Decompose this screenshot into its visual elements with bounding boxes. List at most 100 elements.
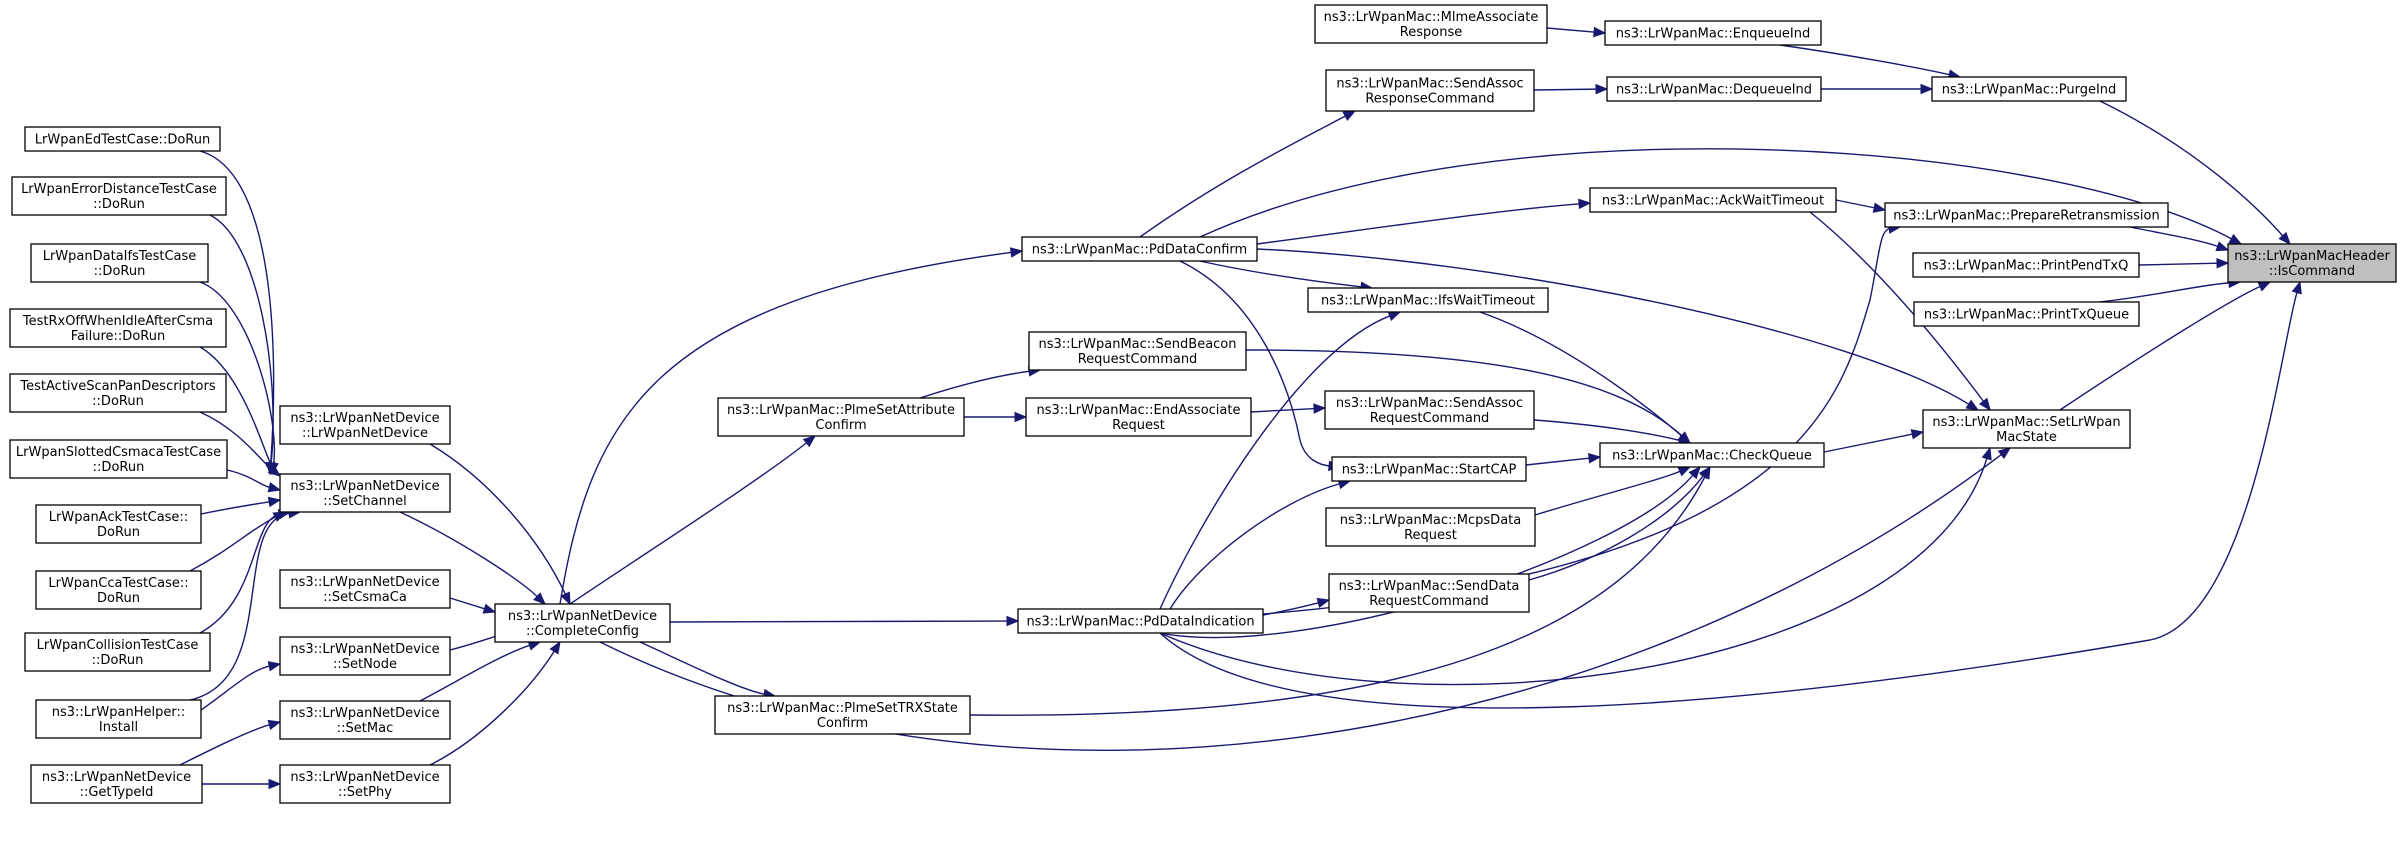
edge-prepare-retrans-to-is-command-arrowhead <box>2215 241 2230 252</box>
node-helper-install[interactable]: ns3::LrWpanHelper::Install <box>35 699 202 739</box>
node-label: Confirm <box>817 716 868 731</box>
node-label: ns3::LrWpanMac::CheckQueue <box>1612 449 1812 464</box>
node-pd-data-confirm[interactable]: ns3::LrWpanMac::PdDataConfirm <box>1021 236 1258 262</box>
edge-complete-config-to-pd-data-confirm-arrowhead <box>1009 247 1024 258</box>
edge-start-c-a-p-to-check-queue <box>1525 457 1591 466</box>
edge-set-lr-wpan-mac-state-to-is-command-arrowhead <box>2257 281 2272 292</box>
node-prepare-retrans[interactable]: ns3::LrWpanMac::PrepareRetransmission <box>1884 202 2169 228</box>
edge-mlme-assoc-resp-to-enqueue-ind-arrowhead <box>1593 26 1607 38</box>
node-ed-test[interactable]: LrWpanEdTestCase::DoRun <box>24 126 221 152</box>
node-label: LrWpanDataIfsTestCase <box>43 249 197 264</box>
node-label: ns3::LrWpanMac::PrepareRetransmission <box>1893 209 2159 224</box>
edge-pd-data-confirm-to-is-command-arrowhead <box>2228 233 2243 245</box>
node-label: ::GetTypeId <box>80 785 154 800</box>
node-dequeue-ind[interactable]: ns3::LrWpanMac::DequeueInd <box>1606 76 1822 102</box>
node-ifs-wait-timeout[interactable]: ns3::LrWpanMac::IfsWaitTimeout <box>1307 287 1549 313</box>
node-complete-config[interactable]: ns3::LrWpanNetDevice::CompleteConfig <box>494 603 671 643</box>
node-label: ::SetNode <box>333 657 397 672</box>
node-label: ::DoRun <box>92 394 144 409</box>
edge-plme-set-attr-confirm-to-send-beacon-req <box>919 370 1031 399</box>
node-net-device-ctor[interactable]: ns3::LrWpanNetDevice::LrWpanNetDevice <box>279 405 451 445</box>
node-ack-wait-timeout[interactable]: ns3::LrWpanMac::AckWaitTimeout <box>1589 187 1837 213</box>
node-pd-data-indication[interactable]: ns3::LrWpanMac::PdDataIndication <box>1017 608 1264 634</box>
node-enqueue-ind[interactable]: ns3::LrWpanMac::EnqueueInd <box>1604 20 1822 46</box>
node-label: ns3::LrWpanMac::SendBeacon <box>1039 337 1237 352</box>
edge-set-phy-to-complete-config <box>429 650 556 766</box>
edge-data-ifs-test-to-set-channel <box>199 281 275 465</box>
node-check-queue[interactable]: ns3::LrWpanMac::CheckQueue <box>1599 442 1825 468</box>
edge-pd-data-confirm-to-send-assoc-resp-cmd <box>1139 115 1347 238</box>
edge-pd-data-confirm-to-ack-wait-timeout <box>1256 203 1581 245</box>
edge-send-beacon-req-to-check-queue <box>1245 349 1684 437</box>
node-label: ns3::LrWpanNetDevice <box>42 770 191 785</box>
node-label: DoRun <box>97 591 140 606</box>
node-slotted-csma-test[interactable]: LrWpanSlottedCsmacaTestCase::DoRun <box>9 439 228 479</box>
node-start-c-a-p[interactable]: ns3::LrWpanMac::StartCAP <box>1331 456 1527 482</box>
node-box <box>1325 69 1535 112</box>
node-active-scan-test[interactable]: TestActiveScanPanDescriptors::DoRun <box>9 373 227 413</box>
node-data-ifs-test[interactable]: LrWpanDataIfsTestCase::DoRun <box>30 243 209 283</box>
node-set-mac[interactable]: ns3::LrWpanNetDevice::SetMac <box>279 700 451 740</box>
edge-ack-test-to-set-channel <box>200 500 271 515</box>
node-set-channel[interactable]: ns3::LrWpanNetDevice::SetChannel <box>279 473 451 513</box>
node-print-pend-tx-q[interactable]: ns3::LrWpanMac::PrintPendTxQ <box>1912 252 2140 278</box>
node-box <box>279 700 451 740</box>
edge-send-assoc-resp-cmd-to-dequeue-ind-arrowhead <box>1595 83 1609 95</box>
node-box <box>1913 301 2140 327</box>
edge-rx-off-test-to-set-channel <box>199 346 272 466</box>
node-collision-test[interactable]: LrWpanCollisionTestCase::DoRun <box>24 632 211 672</box>
node-box <box>279 473 451 513</box>
edge-slotted-csma-test-to-set-channel-arrowhead <box>267 482 282 493</box>
edge-print-tx-queue-to-is-command <box>2099 282 2231 303</box>
edge-pd-data-indication-to-ifs-wait-timeout-arrowhead <box>1387 311 1402 321</box>
edge-pd-data-confirm-to-start-c-a-p <box>1179 260 1331 467</box>
node-set-csma-ca[interactable]: ns3::LrWpanNetDevice::SetCsmaCa <box>279 569 451 609</box>
node-label: ns3::LrWpanNetDevice <box>290 706 439 721</box>
node-print-tx-queue[interactable]: ns3::LrWpanMac::PrintTxQueue <box>1913 301 2140 327</box>
node-label: RequestCommand <box>1370 411 1490 426</box>
edge-cca-test-to-set-channel <box>189 515 277 572</box>
edge-pd-data-indication-to-set-lr-wpan-mac-state <box>1159 457 1988 686</box>
node-set-phy[interactable]: ns3::LrWpanNetDevice::SetPhy <box>279 764 451 804</box>
node-get-type-id[interactable]: ns3::LrWpanNetDevice::GetTypeId <box>30 764 203 804</box>
node-err-dist-test[interactable]: LrWpanErrorDistanceTestCase::DoRun <box>11 176 227 216</box>
node-label: ::SetPhy <box>338 785 392 800</box>
node-set-node[interactable]: ns3::LrWpanNetDevice::SetNode <box>279 636 451 676</box>
node-label: ns3::LrWpanMac::IfsWaitTimeout <box>1321 294 1535 309</box>
node-box <box>1599 442 1825 468</box>
node-label: DoRun <box>97 525 140 540</box>
node-box <box>714 695 971 735</box>
node-label: Request <box>1404 528 1457 543</box>
node-label: ns3::LrWpanMac::McpsData <box>1340 513 1521 528</box>
node-is-command[interactable]: ns3::LrWpanMacHeader::IsCommand <box>2227 243 2397 283</box>
node-label: Request <box>1112 418 1165 433</box>
node-box <box>1589 187 1837 213</box>
edge-dequeue-ind-to-purge-ind-arrowhead <box>1920 83 1934 95</box>
edge-helper-install-to-set-channel <box>189 512 291 701</box>
node-cca-test[interactable]: LrWpanCcaTestCase::DoRun <box>35 570 202 610</box>
node-label: ns3::LrWpanNetDevice <box>290 770 439 785</box>
node-ack-test[interactable]: LrWpanAckTestCase::DoRun <box>35 504 202 544</box>
node-box <box>1325 507 1536 547</box>
edge-helper-install-to-set-node-arrowhead <box>267 661 282 672</box>
edge-complete-config-to-pd-data-indication <box>669 620 1009 623</box>
node-box <box>1922 409 2131 449</box>
node-label: ns3::LrWpanMac::DequeueInd <box>1616 83 1812 98</box>
node-label: TestActiveScanPanDescriptors <box>19 379 215 394</box>
edge-pd-data-confirm-to-send-assoc-resp-cmd-arrowhead <box>1342 110 1357 122</box>
node-box <box>279 569 451 609</box>
node-box <box>1324 390 1535 430</box>
node-box <box>1604 20 1822 46</box>
node-purge-ind[interactable]: ns3::LrWpanMac::PurgeInd <box>1931 76 2127 102</box>
